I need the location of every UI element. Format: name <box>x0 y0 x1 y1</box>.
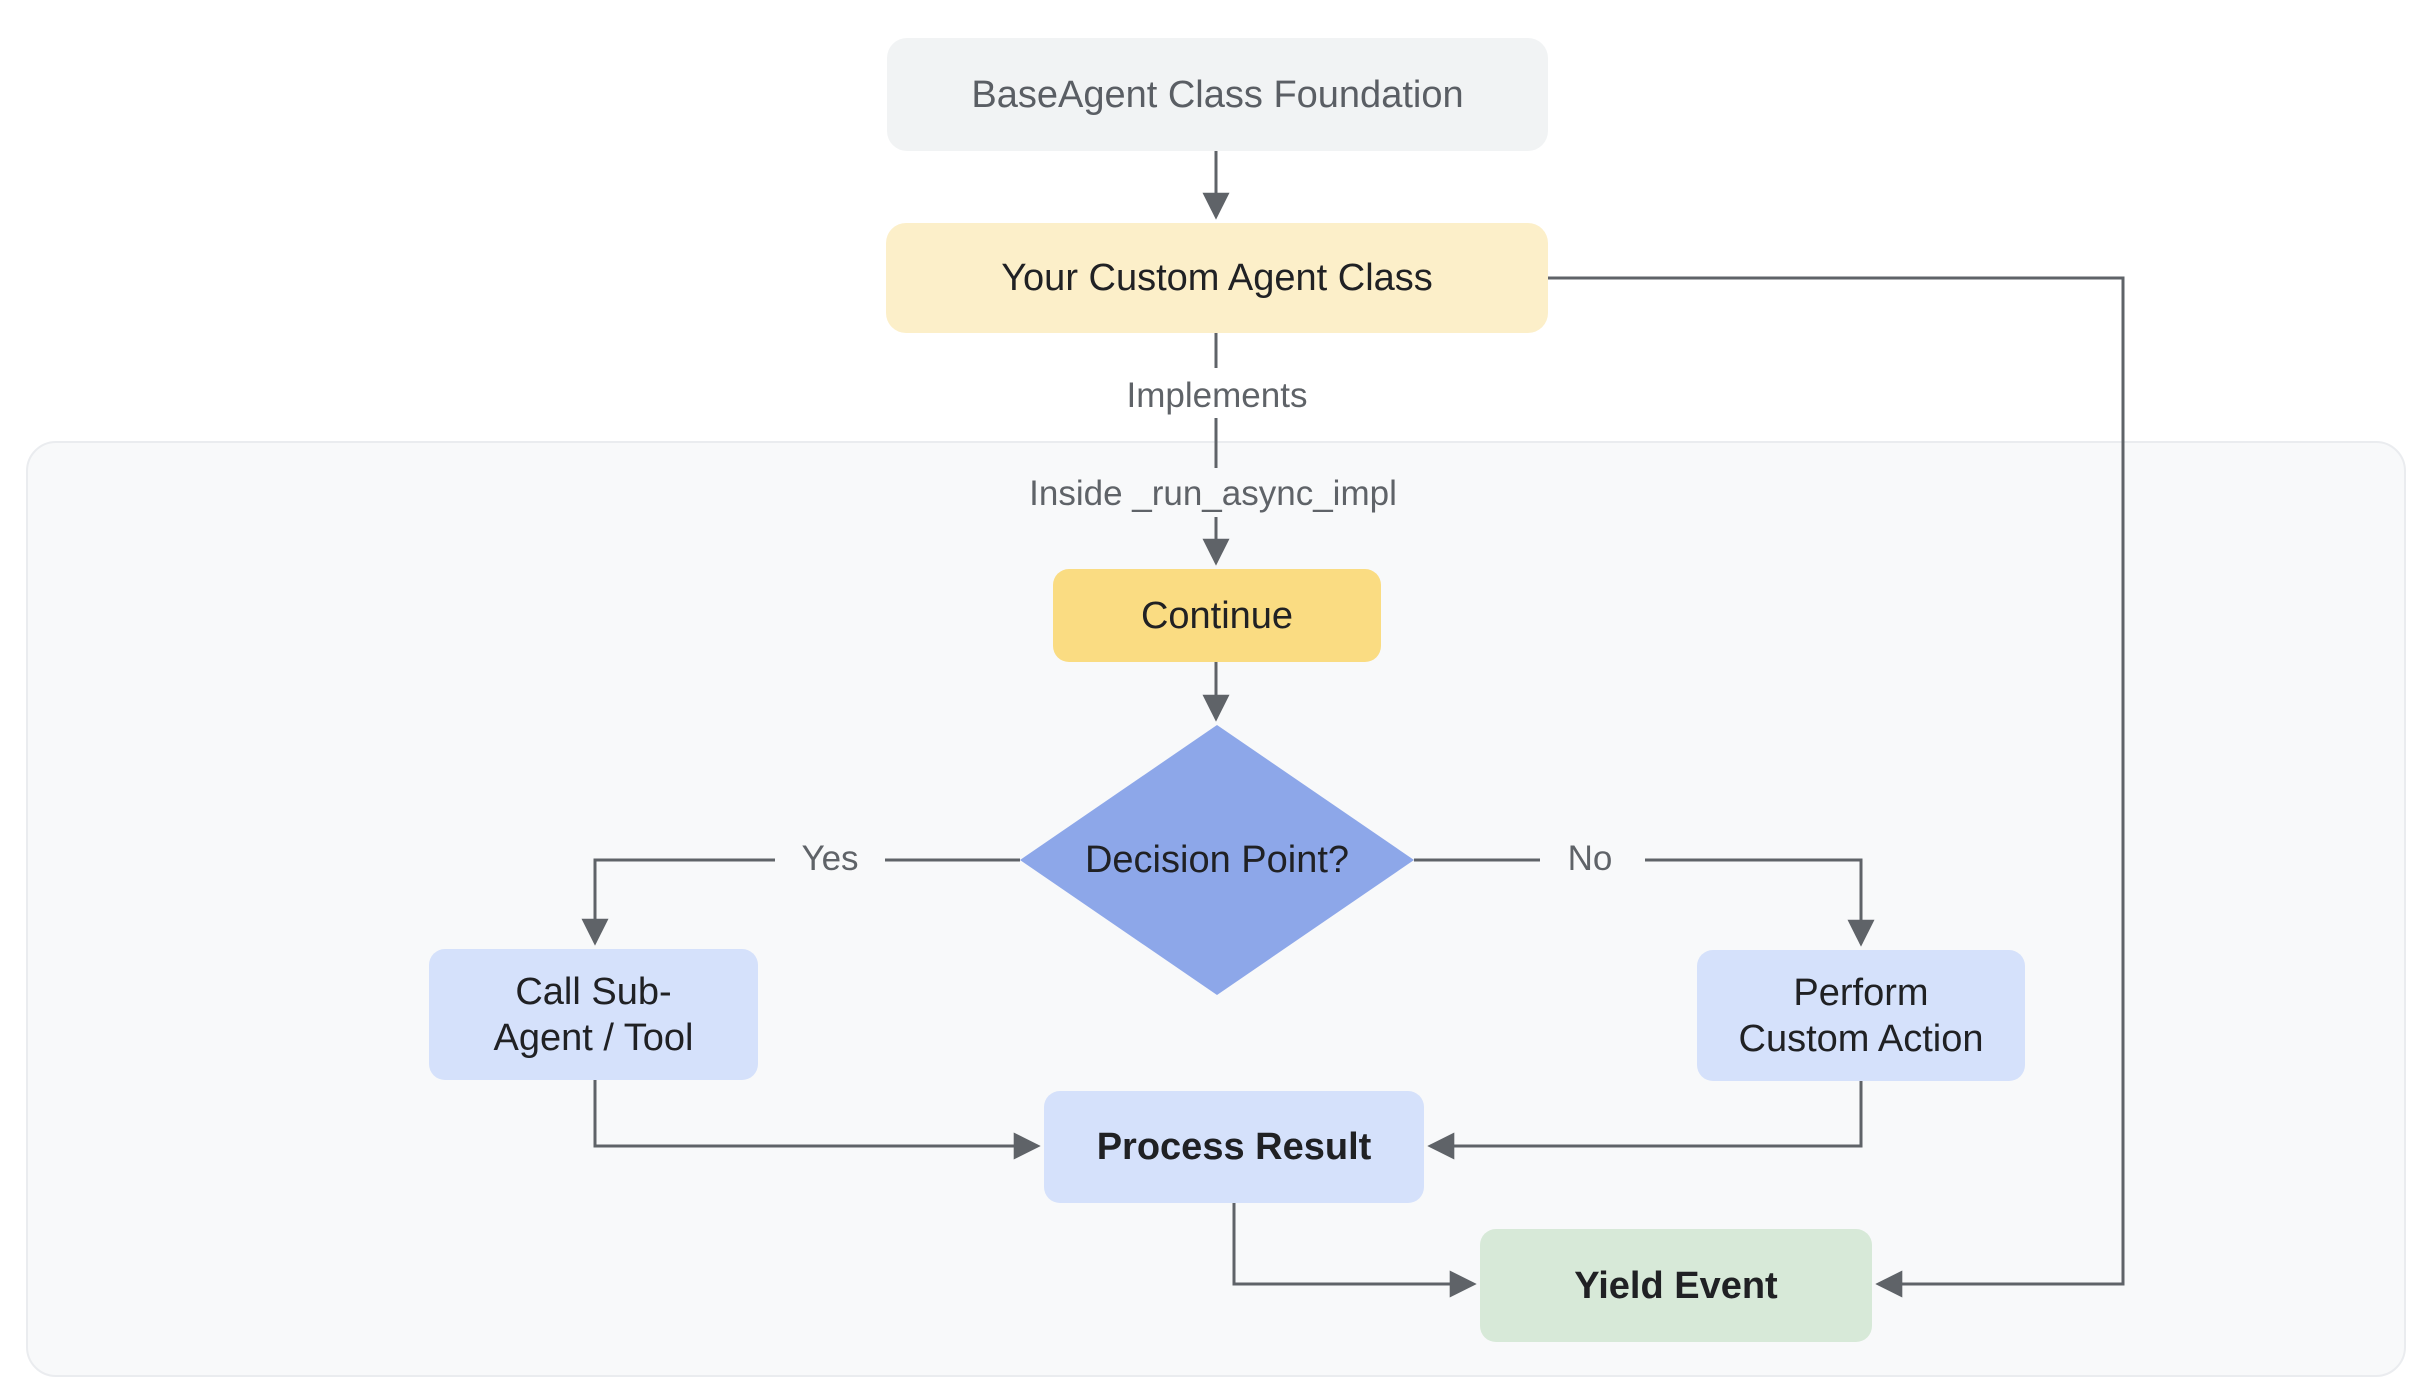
node-yield-event-label: Yield Event <box>1574 1264 1778 1307</box>
node-yield-event: Yield Event <box>1480 1229 1872 1342</box>
edge-label-no: No <box>1567 839 1613 878</box>
edge-label-implements: Implements <box>1126 376 1308 415</box>
edge-no-to-perform-action <box>1645 858 1875 947</box>
edge-label-inside-run-async-impl: Inside _run_async_impl <box>1029 474 1397 513</box>
edge-label-yes: Yes <box>801 839 859 878</box>
edge-perform-action-to-process <box>1427 1081 1863 1160</box>
node-call-sub-agent-line2: Agent / Tool <box>493 1016 694 1059</box>
node-perform-custom-action-line2: Custom Action <box>1738 1017 1984 1060</box>
node-call-sub-agent: Call Sub- Agent / Tool <box>429 949 758 1080</box>
node-decision-label-line2: Point? <box>1241 839 1350 881</box>
edge-process-to-yield <box>1232 1203 1477 1298</box>
edge-yes-to-call-sub-agent <box>581 858 775 946</box>
node-continue-label: Continue <box>1140 594 1294 637</box>
edge-call-sub-agent-to-process <box>593 1080 1041 1160</box>
node-perform-custom-action-line1: Perform <box>1793 971 1929 1014</box>
node-custom-agent-label: Your Custom Agent Class <box>1001 257 1433 299</box>
node-custom-agent: Your Custom Agent Class <box>886 223 1548 333</box>
node-perform-custom-action: Perform Custom Action <box>1697 950 2025 1081</box>
node-base-agent: BaseAgent Class Foundation <box>887 38 1548 151</box>
node-base-agent-label: BaseAgent Class Foundation <box>971 73 1464 116</box>
node-decision-label-line1: Decision <box>1084 839 1231 881</box>
edge-custom-bypass-to-yield <box>1548 276 2125 1298</box>
node-decision-diamond-shape <box>1020 725 1414 995</box>
node-process-result: Process Result <box>1044 1091 1424 1203</box>
node-process-result-label: Process Result <box>1096 1126 1372 1168</box>
node-decision-label: Decision Point? <box>1085 836 1349 884</box>
node-call-sub-agent-line1: Call Sub- <box>515 970 672 1013</box>
node-continue: Continue <box>1053 569 1381 662</box>
